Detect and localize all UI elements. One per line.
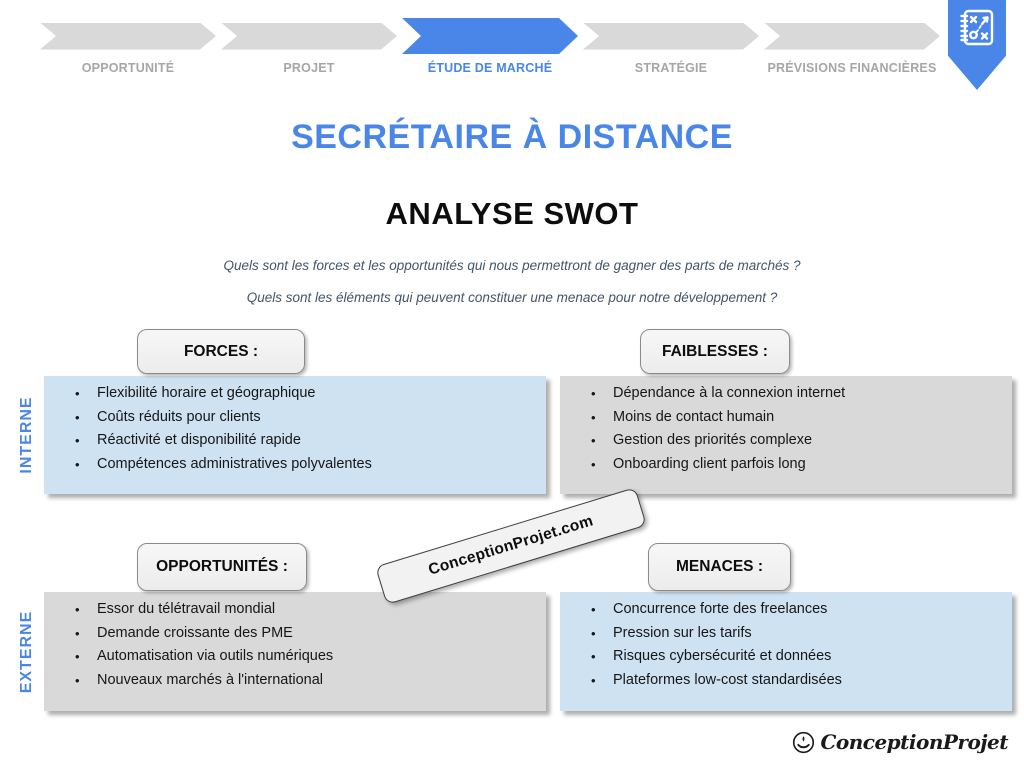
breadcrumb-step-opportunite[interactable]: OPPORTUNITÉ bbox=[40, 18, 216, 75]
bullet-item: • Essor du télétravail mondial bbox=[75, 601, 536, 618]
bullet-marker: • bbox=[591, 433, 596, 448]
axis-label-externe: EXTERNE bbox=[18, 610, 35, 694]
chevron-arrow bbox=[764, 23, 940, 50]
bullet-marker: • bbox=[591, 625, 596, 641]
bullet-item: • Compétences administratives polyvalente… bbox=[75, 456, 536, 473]
opportunites-box: • Essor du télétravail mondial • Demande cr… bbox=[44, 592, 546, 711]
bullet-item: • Moins de contact humain bbox=[591, 409, 1002, 426]
breadcrumb-step-projet[interactable]: PROJET bbox=[221, 18, 397, 75]
arrow-wrap bbox=[402, 18, 578, 54]
faiblesses-list: • Dépendance à la connexion internet • Moin… bbox=[560, 376, 1012, 473]
bullet-text: Demande croissante des PME bbox=[97, 624, 293, 641]
breadcrumb-step-previsions-financieres[interactable]: PRÉVISIONS FINANCIÈRES bbox=[764, 18, 940, 75]
bullet-marker: • bbox=[591, 672, 596, 688]
arrow-wrap bbox=[583, 18, 759, 54]
bullet-marker: • bbox=[591, 386, 596, 401]
bullet-item: • Onboarding client parfois long bbox=[591, 456, 1002, 473]
watermark-plaque: ConceptionProjet.com bbox=[375, 487, 647, 605]
bullet-item: • Demande croissante des PME bbox=[75, 625, 536, 642]
bullet-item: • Flexibilité horaire et géographique bbox=[75, 385, 536, 402]
step-label: PRÉVISIONS FINANCIÈRES bbox=[767, 61, 937, 75]
bullet-item: • Risques cybersécurité et données bbox=[591, 648, 1002, 665]
bullet-marker: • bbox=[591, 409, 596, 425]
chevron-arrow-active bbox=[402, 18, 578, 54]
bullet-text: Flexibilité horaire et géographique bbox=[97, 385, 316, 401]
arrow-wrap bbox=[221, 18, 397, 54]
chevron-arrow bbox=[40, 23, 216, 50]
faiblesses-header: FAIBLESSES : bbox=[640, 329, 790, 374]
question-1: Quels sont les forces et les opportunité… bbox=[223, 258, 801, 273]
breadcrumb-step-strategie[interactable]: STRATÉGIE bbox=[583, 18, 759, 75]
bullet-item: • Dépendance à la connexion internet bbox=[591, 385, 1002, 402]
bullet-marker: • bbox=[75, 386, 80, 401]
step-label: PROJET bbox=[283, 61, 335, 75]
chevron-arrow bbox=[221, 23, 397, 50]
bullet-item: • Gestion des priorités complexe bbox=[591, 432, 1002, 449]
bullet-item: • Nouveaux marchés à l'international bbox=[75, 672, 536, 689]
bullet-text: Moins de contact humain bbox=[613, 408, 775, 425]
opportunites-header: OPPORTUNITÉS : bbox=[137, 543, 307, 591]
bullet-marker: • bbox=[75, 433, 80, 448]
forces-header: FORCES : bbox=[137, 329, 305, 374]
forces-box: • Flexibilité horaire et géographique • Coû… bbox=[44, 376, 546, 494]
menaces-header: MENACES : bbox=[648, 543, 791, 591]
forces-list: • Flexibilité horaire et géographique • Coû… bbox=[44, 376, 546, 473]
bookmark-ribbon bbox=[948, 0, 1006, 90]
bullet-marker: • bbox=[75, 602, 80, 617]
bullet-item: • Coûts réduits pour clients bbox=[75, 409, 536, 426]
bullet-marker: • bbox=[75, 456, 80, 472]
bullet-item: • Automatisation via outils numériques bbox=[75, 648, 536, 665]
page-title: SECRÉTAIRE À DISTANCE bbox=[291, 118, 733, 156]
bullet-text: Onboarding client parfois long bbox=[613, 455, 806, 472]
bullet-text: Plateformes low-cost standardisées bbox=[613, 671, 842, 688]
bullet-text: Coûts réduits pour clients bbox=[97, 408, 261, 425]
step-label: ÉTUDE DE MARCHÉ bbox=[427, 61, 553, 75]
bullet-item: • Concurrence forte des freelances bbox=[591, 601, 1002, 618]
bullet-text: Gestion des priorités complexe bbox=[613, 432, 813, 448]
axis-label-interne: INTERNE bbox=[18, 396, 35, 474]
bullet-item: • Pression sur les tarifs bbox=[591, 625, 1002, 642]
step-label: OPPORTUNITÉ bbox=[81, 61, 175, 75]
bullet-marker: • bbox=[75, 409, 80, 425]
arrow-wrap bbox=[40, 18, 216, 54]
bullet-item: • Plateformes low-cost standardisées bbox=[591, 672, 1002, 689]
bullet-marker: • bbox=[591, 602, 596, 617]
section-title: ANALYSE SWOT bbox=[385, 196, 639, 231]
question-2: Quels sont les éléments qui peuvent cons… bbox=[246, 290, 778, 305]
bullet-marker: • bbox=[591, 649, 596, 664]
footer-logo: ConceptionProjet bbox=[792, 730, 1008, 754]
breadcrumb: OPPORTUNITÉ PROJET ÉTUDE DE MARCHÉ STRAT… bbox=[40, 18, 940, 75]
breadcrumb-step-etude-de-marche[interactable]: ÉTUDE DE MARCHÉ bbox=[402, 18, 578, 75]
bullet-text: Nouveaux marchés à l'international bbox=[97, 671, 324, 688]
bullet-text: Dépendance à la connexion internet bbox=[613, 385, 846, 401]
bullet-item: • Réactivité et disponibilité rapide bbox=[75, 432, 536, 449]
menaces-list: • Concurrence forte des freelances • Pressi… bbox=[560, 592, 1012, 689]
bullet-marker: • bbox=[75, 625, 80, 641]
arrow-wrap bbox=[764, 18, 940, 54]
brand-hand-icon bbox=[793, 731, 815, 753]
step-label: STRATÉGIE bbox=[634, 61, 708, 75]
brand-name: ConceptionProjet bbox=[820, 730, 1008, 754]
chevron-arrow bbox=[583, 23, 759, 50]
opportunites-list: • Essor du télétravail mondial • Demande cr… bbox=[44, 592, 546, 689]
menaces-box: • Concurrence forte des freelances • Pressi… bbox=[560, 592, 1012, 711]
bullet-text: Pression sur les tarifs bbox=[613, 624, 752, 641]
faiblesses-box: • Dépendance à la connexion internet • Moin… bbox=[560, 376, 1012, 494]
bullet-text: Réactivité et disponibilité rapide bbox=[97, 432, 301, 448]
bullet-text: Essor du télétravail mondial bbox=[97, 601, 276, 617]
bullet-marker: • bbox=[591, 456, 596, 472]
bullet-marker: • bbox=[75, 649, 80, 664]
bullet-text: Risques cybersécurité et données bbox=[613, 648, 832, 664]
bullet-marker: • bbox=[75, 672, 80, 688]
bullet-text: Concurrence forte des freelances bbox=[613, 601, 828, 617]
bullet-text: Compétences administratives polyvalentes bbox=[97, 455, 372, 472]
strategy-plan-icon bbox=[960, 9, 994, 46]
bullet-text: Automatisation via outils numériques bbox=[97, 648, 334, 664]
